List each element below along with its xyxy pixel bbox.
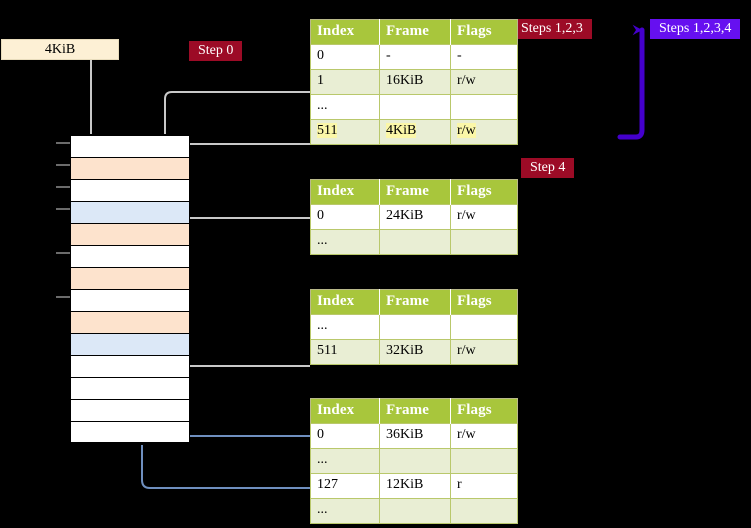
cell-index: 511 [310, 339, 380, 365]
cell-frame [379, 314, 451, 340]
cell-index: ... [310, 448, 380, 474]
cell-frame: 16KiB [379, 69, 451, 95]
cell-index: ... [310, 94, 380, 120]
table-row: ... [310, 498, 518, 524]
memory-tick [56, 186, 70, 188]
cell-frame [379, 498, 451, 524]
column-header-index: Index [310, 398, 380, 424]
column-header-flags: Flags [450, 179, 518, 205]
cell-flags: r [450, 473, 518, 499]
cell-frame: 24KiB [379, 204, 451, 230]
column-header-frame: Frame [379, 289, 451, 315]
memory-block [71, 136, 189, 158]
steps-1234-badge: Steps 1,2,3,4 [650, 19, 741, 39]
cell-flags [450, 94, 518, 120]
memory-block [71, 202, 189, 224]
cell-flags: - [450, 44, 518, 70]
cell-index: 0 [310, 204, 380, 230]
cell-flags [450, 448, 518, 474]
cell-frame [379, 229, 451, 255]
steps-123-badge: Steps 1,2,3 [512, 19, 592, 39]
table-row: ... [310, 448, 518, 474]
memory-block [71, 422, 189, 444]
memory-block [71, 224, 189, 246]
cell-frame: 12KiB [379, 473, 451, 499]
memory-tick [56, 296, 70, 298]
table-header-row: Index Frame Flags [310, 179, 518, 205]
memory-block [71, 378, 189, 400]
memory-size-label: 4KiB [1, 39, 119, 60]
cell-frame: 4KiB [379, 119, 451, 145]
column-header-frame: Frame [379, 19, 451, 45]
cell-index: 0 [310, 44, 380, 70]
cell-index: ... [310, 498, 380, 524]
cell-frame: - [379, 44, 451, 70]
cell-flags: r/w [450, 204, 518, 230]
cell-index: 511 [310, 119, 380, 145]
wire-steps-1234-bracket [617, 24, 645, 140]
memory-tick [56, 252, 70, 254]
column-header-flags: Flags [450, 289, 518, 315]
cell-flags: r/w [450, 339, 518, 365]
memory-block [71, 268, 189, 290]
memory-block [71, 246, 189, 268]
step-4-badge: Step 4 [521, 158, 575, 178]
cell-flags: r/w [450, 423, 518, 449]
cell-flags: r/w [450, 119, 518, 145]
table-header-row: Index Frame Flags [310, 19, 518, 45]
cell-frame [379, 448, 451, 474]
column-header-index: Index [310, 19, 380, 45]
column-header-index: Index [310, 179, 380, 205]
table-header-row: Index Frame Flags [310, 398, 518, 424]
cell-index: 0 [310, 423, 380, 449]
memory-block [71, 334, 189, 356]
memory-block [71, 400, 189, 422]
column-header-index: Index [310, 289, 380, 315]
memory-block [71, 312, 189, 334]
cell-index: 127 [310, 473, 380, 499]
memory-block [71, 356, 189, 378]
table-row: ... [310, 229, 518, 255]
cell-frame: 32KiB [379, 339, 451, 365]
cell-flags: r/w [450, 69, 518, 95]
table-header-row: Index Frame Flags [310, 289, 518, 315]
cell-index: ... [310, 314, 380, 340]
memory-tick [56, 142, 70, 144]
cell-frame [379, 94, 451, 120]
cell-flags [450, 229, 518, 255]
memory-tick [56, 164, 70, 166]
cell-index: 1 [310, 69, 380, 95]
cell-frame: 36KiB [379, 423, 451, 449]
memory-tick [56, 208, 70, 210]
column-header-frame: Frame [379, 398, 451, 424]
table-row: ... [310, 94, 518, 120]
table-row: ... [310, 314, 518, 340]
memory-block [71, 158, 189, 180]
column-header-frame: Frame [379, 179, 451, 205]
step-0-badge: Step 0 [189, 41, 243, 61]
cell-index: ... [310, 229, 380, 255]
cell-flags [450, 314, 518, 340]
cell-flags [450, 498, 518, 524]
column-header-flags: Flags [450, 398, 518, 424]
memory-block [71, 290, 189, 312]
table-row: 0-- [310, 44, 518, 70]
memory-block [71, 180, 189, 202]
memory-block-stack [70, 134, 190, 445]
column-header-flags: Flags [450, 19, 518, 45]
